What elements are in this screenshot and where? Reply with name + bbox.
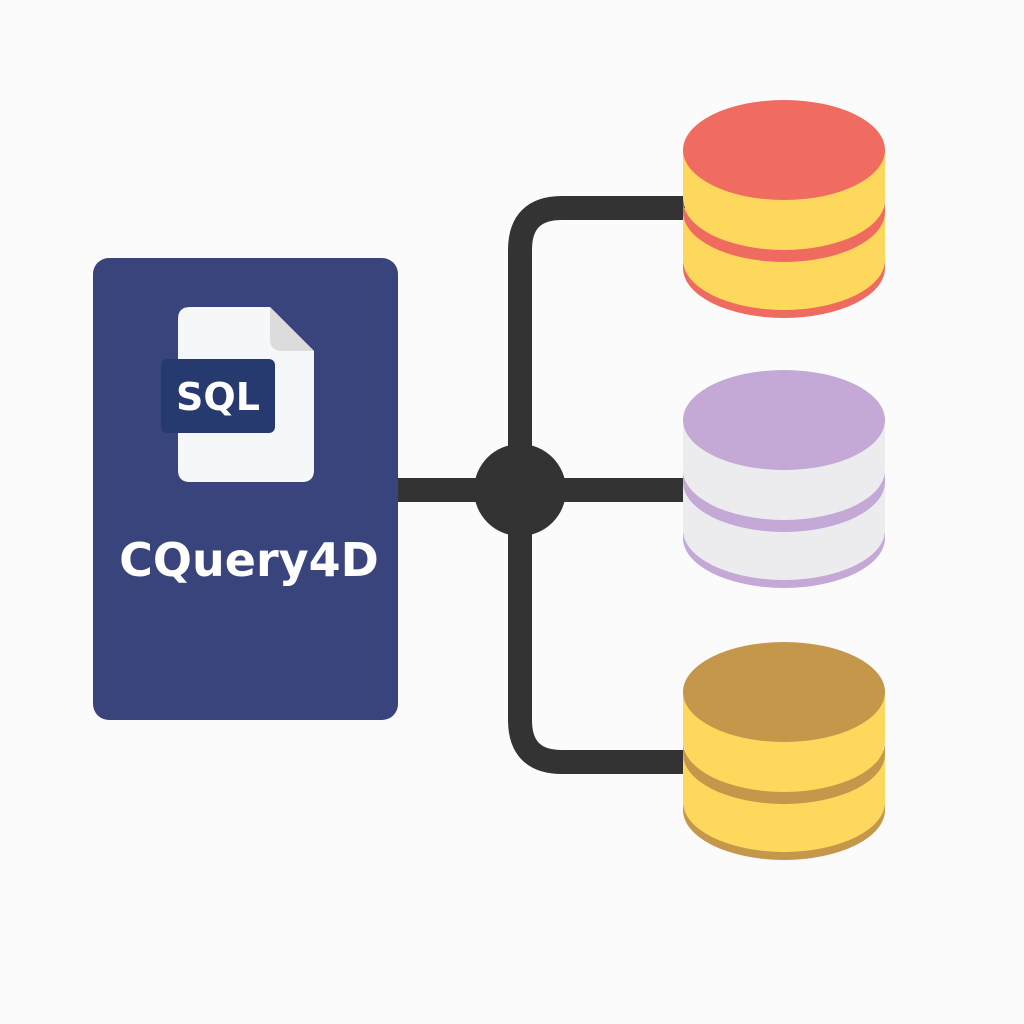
database-top-lid [683, 370, 885, 470]
sql-file-icon: SQL [161, 307, 314, 482]
database-bottom-icon [683, 642, 885, 860]
connector-group [398, 196, 690, 774]
database-stripe [683, 470, 885, 532]
database-top-icon [683, 100, 885, 318]
database-top-lid [683, 642, 885, 742]
database-group [683, 100, 885, 860]
connector-hub-node [474, 444, 566, 536]
connector-hub-to-db-top [508, 196, 690, 490]
app-panel: SQL CQuery4D [93, 258, 398, 720]
sql-badge [161, 359, 275, 433]
connector-hub-to-db-bottom [508, 490, 690, 774]
file-fold [270, 307, 314, 351]
sql-badge-text: SQL [176, 375, 260, 419]
database-top-lid [683, 100, 885, 200]
database-stripe [683, 200, 885, 262]
database-middle-icon [683, 370, 885, 588]
app-name-label: CQuery4D [119, 533, 379, 587]
database-stripe [683, 742, 885, 804]
